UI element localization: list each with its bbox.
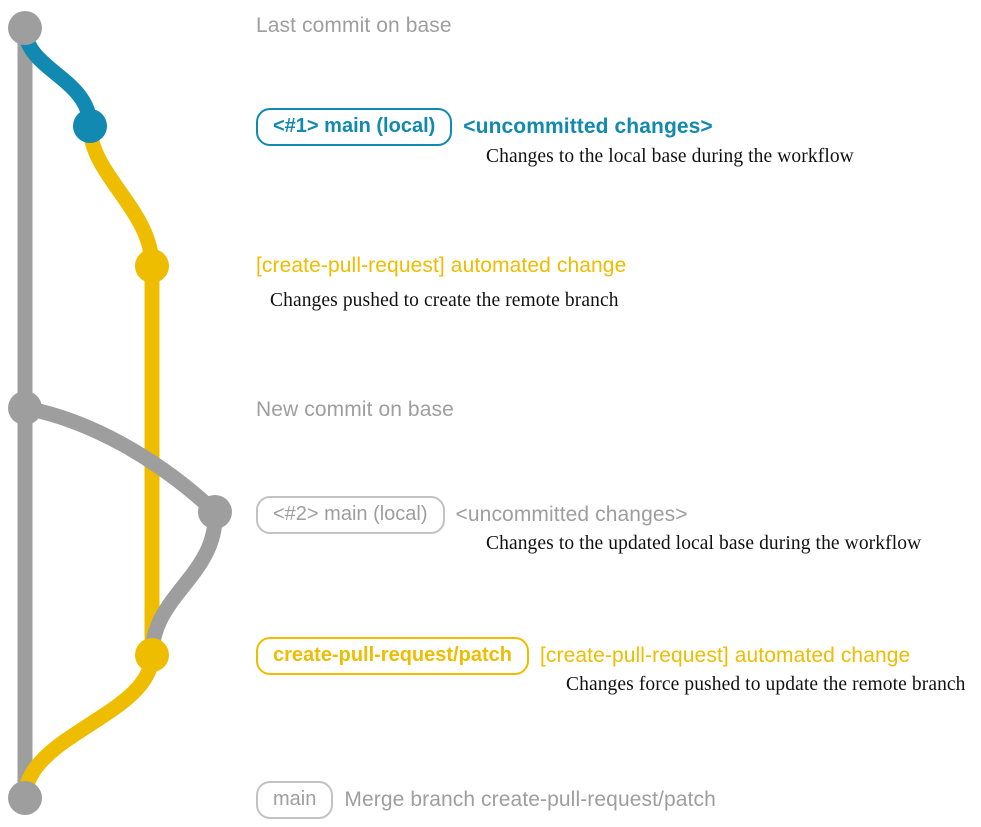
commit-description: Changes pushed to create the remote bran…	[270, 290, 619, 311]
commit-row-automated-change-1: [create-pull-request] automated change	[256, 254, 626, 277]
commit-row-merge-commit: main Merge branch create-pull-request/pa…	[256, 781, 716, 819]
commit-description: Changes to the local base during the wor…	[486, 146, 854, 167]
commit-row-automated-change-2: create-pull-request/patch [create-pull-r…	[256, 637, 910, 675]
edge-base-to-local2	[17, 400, 223, 520]
commit-headline: New commit on base	[256, 398, 454, 421]
edge-local1-to-patch1	[82, 118, 160, 274]
node-local-uncommitted-2	[198, 495, 232, 529]
commit-headline: <uncommitted changes>	[455, 503, 688, 527]
commit-headline: [create-pull-request] automated change	[256, 254, 627, 277]
commit-headline: [create-pull-request] automated change	[539, 644, 911, 668]
commit-row-new-commit-on-base: New commit on base	[256, 398, 454, 421]
commit-description: Changes to the updated local base during…	[486, 533, 922, 554]
node-local-uncommitted-1	[73, 109, 107, 143]
commit-row-local-uncommitted-2: <#2> main (local) <uncommitted changes>	[256, 496, 688, 534]
edge-patch2-to-merge	[17, 647, 160, 806]
node-automated-change-2	[135, 638, 169, 672]
commit-row-local-uncommitted-1: <#1> main (local) <uncommitted changes>	[256, 108, 713, 146]
ref-pill-main-local-1[interactable]: <#1> main (local)	[256, 108, 453, 146]
spacer	[529, 656, 540, 657]
commit-headline: <uncommitted changes>	[463, 115, 713, 139]
edge-local2-to-patch2	[144, 504, 223, 663]
node-merge-commit	[8, 781, 42, 815]
commit-description: Changes force pushed to update the remot…	[566, 674, 966, 695]
commit-headline: Merge branch create-pull-request/patch	[344, 788, 716, 812]
commit-nodes	[8, 11, 232, 815]
spacer	[445, 515, 456, 516]
ref-pill-main-local-2[interactable]: <#2> main (local)	[256, 496, 445, 534]
node-last-commit-on-base	[8, 11, 42, 45]
ref-pill-main[interactable]: main	[256, 781, 334, 819]
node-new-commit-on-base	[8, 391, 42, 425]
commit-headline: Last commit on base	[256, 14, 452, 37]
node-automated-change-1	[135, 249, 169, 283]
spacer	[452, 127, 463, 128]
commit-row-last-commit-on-base: Last commit on base	[256, 14, 452, 37]
spacer	[333, 800, 344, 801]
ref-pill-create-pull-request-patch[interactable]: create-pull-request/patch	[256, 637, 529, 675]
